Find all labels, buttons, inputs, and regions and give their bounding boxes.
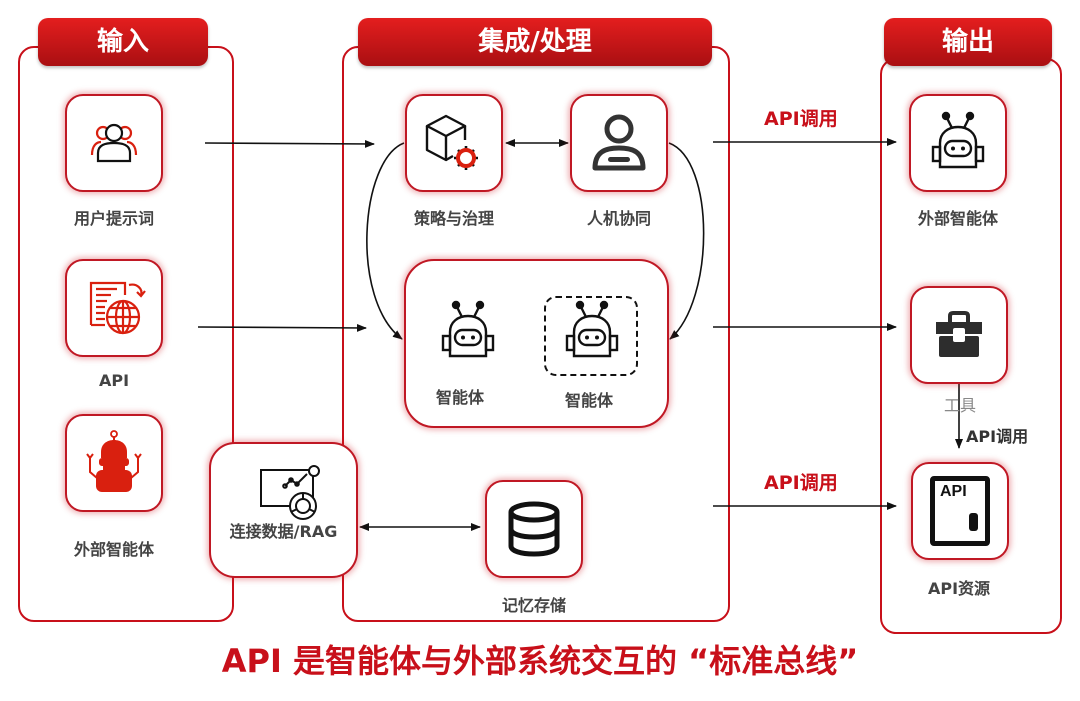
person-icon [592, 114, 646, 171]
agent-a[interactable] [436, 300, 500, 364]
edge-label-to-external-agent: API调用 [764, 108, 838, 130]
api-door-icon: API [930, 476, 990, 546]
output-section-title: 输出 [884, 18, 1052, 66]
rag-label: 连接数据/RAG [229, 522, 338, 541]
user-prompt-label: 用户提示词 [73, 209, 154, 228]
external-agent-output-label: 外部智能体 [917, 209, 998, 228]
curve-human-to-agents [668, 142, 705, 340]
tool-card[interactable] [910, 286, 1008, 384]
policy-governance-label: 策略与治理 [413, 209, 494, 228]
external-agent-input-label: 外部智能体 [73, 540, 154, 559]
api-resource-label: API资源 [927, 579, 991, 598]
edge-label-tool-to-api: API调用 [966, 427, 1029, 446]
robot-icon [441, 300, 495, 358]
users-icon [90, 123, 138, 163]
rag-card[interactable]: 连接数据/RAG [209, 442, 358, 578]
policy-governance-card[interactable] [405, 94, 503, 192]
api-resource-card[interactable]: API [911, 462, 1009, 560]
external-agent-input-card[interactable] [65, 414, 163, 512]
memory-storage-card[interactable] [485, 480, 583, 578]
document-globe-icon [89, 281, 146, 335]
api-input-label: API [98, 371, 130, 390]
agent-b-label: 智能体 [564, 391, 613, 410]
robot-icon [931, 111, 985, 169]
agent-b-dashed-frame[interactable] [544, 296, 638, 376]
keyhole-icon [969, 513, 978, 531]
process-section-title: 集成/处理 [358, 18, 712, 66]
human-collab-label: 人机协同 [586, 209, 651, 228]
footer-title: API 是智能体与外部系统交互的 “标准总线” [221, 642, 859, 680]
arrow-api-to-agents [197, 323, 367, 332]
human-collab-card[interactable] [570, 94, 668, 192]
external-agent-output-card[interactable] [909, 94, 1007, 192]
agent-a-label: 智能体 [435, 388, 484, 407]
tool-label: 工具 [943, 396, 976, 415]
input-section-title: 输入 [38, 18, 208, 66]
memory-storage-label: 记忆存储 [501, 596, 566, 615]
robot-icon [565, 300, 619, 358]
robot-filled-icon [86, 430, 142, 492]
edge-label-to-api-resource: API调用 [764, 472, 838, 494]
data-chart-icon [260, 465, 320, 520]
cube-gear-icon [425, 114, 478, 170]
api-input-card[interactable] [65, 259, 163, 357]
agents-group [404, 259, 669, 428]
api-door-text: API [940, 483, 967, 500]
database-icon [508, 501, 560, 557]
toolbox-icon [936, 311, 982, 357]
curve-policy-to-agents [366, 142, 405, 340]
user-prompt-card[interactable] [65, 94, 163, 192]
arrow-user-prompt-to-policy [204, 139, 375, 148]
